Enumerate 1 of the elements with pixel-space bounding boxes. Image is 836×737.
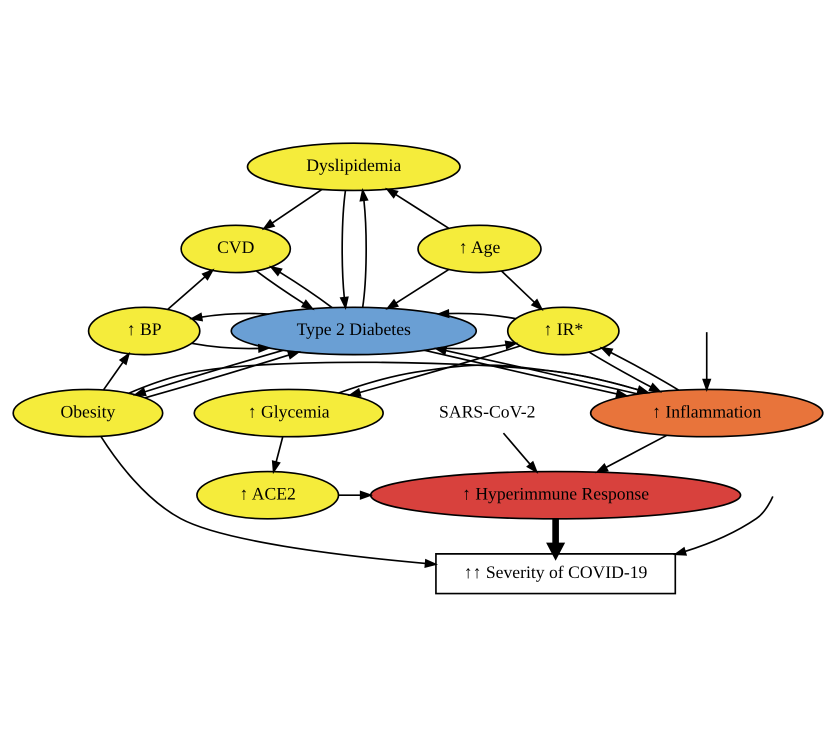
node-text: SARS-CoV-2 — [439, 401, 536, 422]
